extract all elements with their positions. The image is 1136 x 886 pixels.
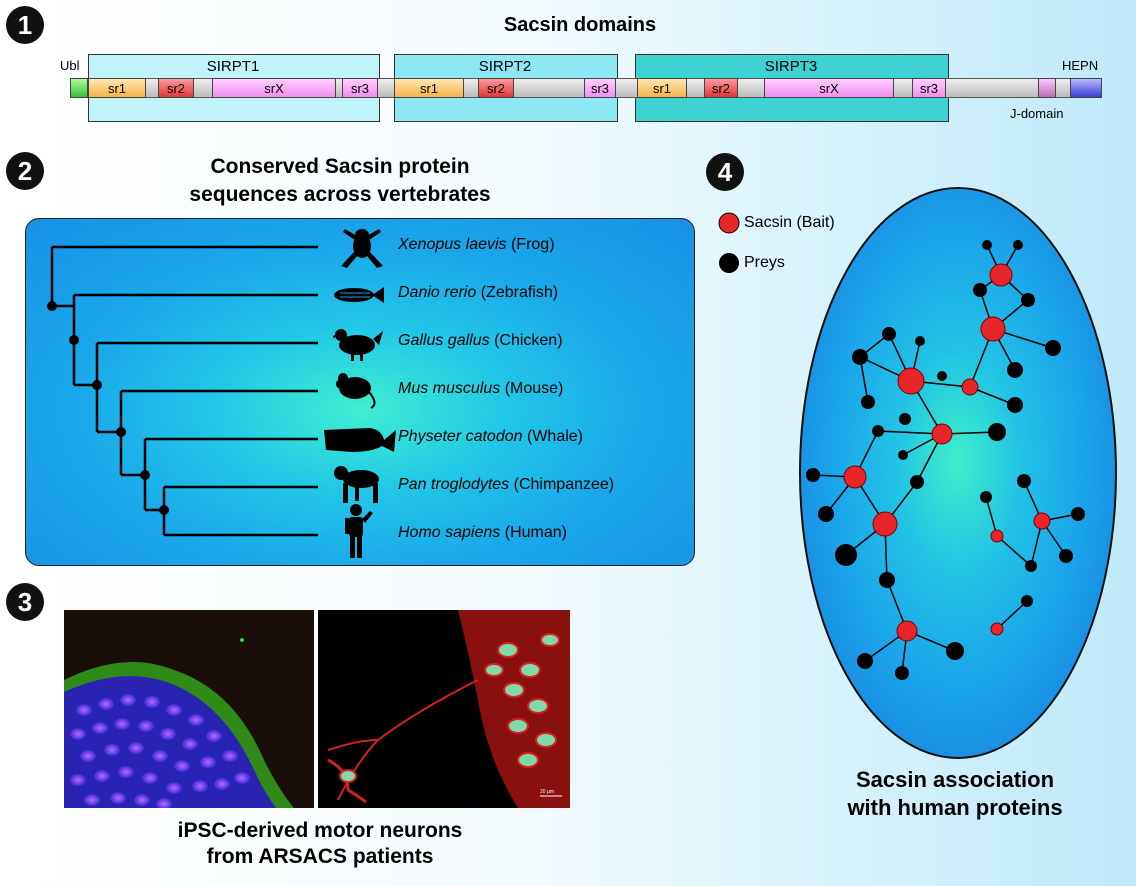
scale-bar-label: 20 μm <box>540 789 554 795</box>
species-latin: Homo sapiens <box>398 524 501 541</box>
sirpt2-label: SIRPT2 <box>478 58 532 75</box>
species-common: (Zebrafish) <box>480 284 559 301</box>
species-latin: Pan troglodytes <box>398 476 510 493</box>
panel-2-badge: 2 <box>6 152 44 190</box>
species-human: Homo sapiens (Human) <box>398 524 567 542</box>
sirpt1-srx: srX <box>212 78 336 98</box>
sirpt3-sr1: sr1 <box>637 78 687 98</box>
human-icon <box>345 504 373 558</box>
legend-bait-label: Sacsin (Bait) <box>744 214 835 231</box>
ubl-domain <box>70 78 88 98</box>
species-common: (Chimpanzee) <box>513 476 615 493</box>
species-common: (Whale) <box>526 428 583 445</box>
panel-4-caption-line1: Sacsin association <box>855 767 1055 792</box>
species-latin: Gallus gallus <box>398 332 490 349</box>
panel-3-badge: 3 <box>6 583 44 621</box>
panel-1-title: Sacsin domains <box>503 14 657 36</box>
frog-icon <box>341 229 383 268</box>
network-oval <box>799 187 1117 759</box>
microscopy-image-right: 20 μm <box>318 610 570 808</box>
hepn-label: HEPN <box>1062 58 1099 73</box>
species-whale: Physeter catodon (Whale) <box>398 428 583 446</box>
panel-3-caption-line1: iPSC-derived motor neurons <box>177 819 463 842</box>
legend-prey-marker <box>719 253 739 273</box>
hepn-domain <box>1070 78 1102 98</box>
zebrafish-icon <box>334 287 384 303</box>
panel-4-badge: 4 <box>706 153 744 191</box>
panel-3-caption-line2: from ARSACS patients <box>206 845 434 868</box>
panel-2-title-line1: Conserved Sacsin protein <box>210 155 470 178</box>
sirpt1-sr3: sr3 <box>342 78 378 98</box>
microscopy-image-left <box>64 610 314 808</box>
species-latin: Danio rerio <box>398 284 477 301</box>
sirpt2-sr3: sr3 <box>584 78 616 98</box>
sirpt1-sr1: sr1 <box>88 78 146 98</box>
sirpt3-srx: srX <box>764 78 894 98</box>
ubl-label: Ubl <box>60 58 80 73</box>
species-chicken: Gallus gallus (Chicken) <box>398 332 563 350</box>
species-mouse: Mus musculus (Mouse) <box>398 380 563 398</box>
species-latin: Physeter catodon <box>398 428 523 445</box>
legend-bait-marker <box>718 212 740 234</box>
sirpt1-label: SIRPT1 <box>206 58 260 75</box>
panel-4-caption-line2: with human proteins <box>847 795 1063 820</box>
j-domain <box>1038 78 1056 98</box>
species-latin: Xenopus laevis <box>398 236 507 253</box>
species-common: (Mouse) <box>504 380 564 397</box>
sirpt3-label: SIRPT3 <box>764 58 818 75</box>
mouse-icon <box>336 373 376 409</box>
sirpt2-sr2: sr2 <box>478 78 514 98</box>
species-common: (Frog) <box>510 236 555 253</box>
species-latin: Mus musculus <box>398 380 501 397</box>
sirpt2-sr1: sr1 <box>394 78 464 98</box>
j-domain-label: J-domain <box>1010 106 1064 121</box>
sirpt3-sr2: sr2 <box>704 78 738 98</box>
chicken-icon <box>333 329 383 361</box>
whale-icon <box>324 428 396 452</box>
sirpt1-sr2: sr2 <box>158 78 194 98</box>
species-chimpanzee: Pan troglodytes (Chimpanzee) <box>398 476 614 494</box>
species-common: (Chicken) <box>494 332 563 349</box>
species-common: (Human) <box>504 524 567 541</box>
panel-2-title-line2: sequences across vertebrates <box>189 183 491 206</box>
species-zebrafish: Danio rerio (Zebrafish) <box>398 284 558 302</box>
species-frog: Xenopus laevis (Frog) <box>398 236 555 254</box>
legend-prey-label: Preys <box>744 254 785 271</box>
panel-1-badge: 1 <box>6 6 44 44</box>
chimpanzee-icon <box>334 466 379 503</box>
sirpt3-sr3: sr3 <box>912 78 946 98</box>
